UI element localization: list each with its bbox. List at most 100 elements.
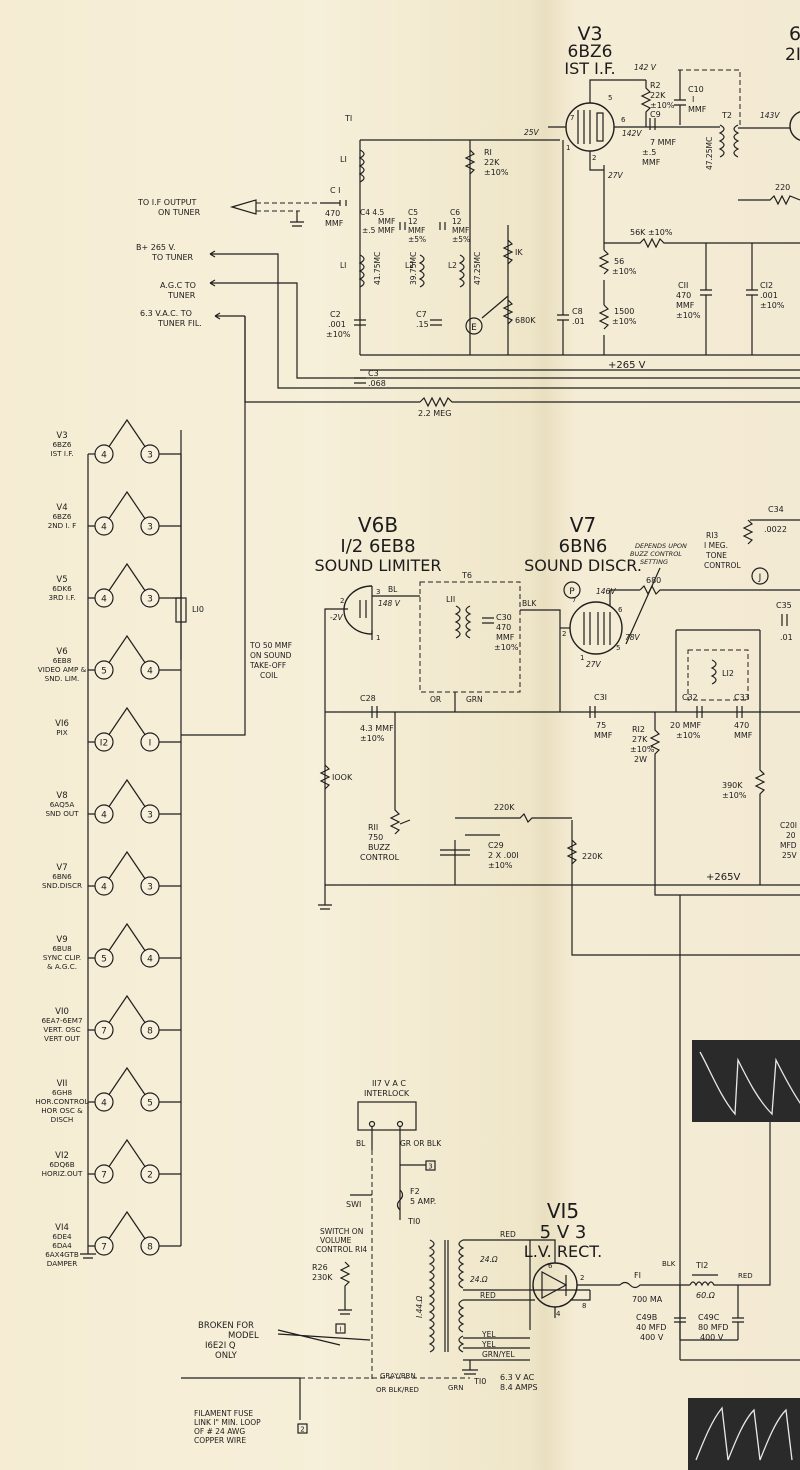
c8: C8 .01 bbox=[557, 140, 585, 355]
fil-wire bbox=[87, 1030, 95, 1103]
test-point-e: E bbox=[465, 295, 509, 335]
svg-text:COIL: COIL bbox=[260, 671, 278, 680]
svg-text:C35: C35 bbox=[776, 601, 792, 610]
svg-text:24.Ω: 24.Ω bbox=[480, 1255, 498, 1264]
filament-label-3-1: 6EB8 bbox=[53, 656, 72, 665]
svg-text:±.5 MMF: ±.5 MMF bbox=[362, 226, 395, 235]
svg-text:±10%: ±10% bbox=[494, 643, 519, 652]
pin-number: 8 bbox=[147, 1027, 153, 1037]
filament-label-10-1: 6DQ6B bbox=[49, 1160, 74, 1169]
c31: C3I 75 MMF bbox=[589, 693, 613, 740]
svg-text:.0022: .0022 bbox=[764, 525, 787, 534]
svg-text:I: I bbox=[339, 1326, 341, 1334]
svg-text:GRN: GRN bbox=[466, 695, 483, 704]
svg-text:I: I bbox=[692, 95, 694, 104]
filament-label-1-2: 2ND I. F bbox=[48, 521, 77, 530]
pin-number: 3 bbox=[147, 523, 153, 533]
svg-text:GRN/YEL: GRN/YEL bbox=[482, 1350, 515, 1359]
svg-text:C20I: C20I bbox=[780, 821, 797, 830]
if-coils: LI L2 L2 41.75MC 39.75MC 47.25MC bbox=[340, 252, 482, 288]
svg-text:C8: C8 bbox=[572, 307, 583, 316]
pin-number: I bbox=[149, 739, 152, 749]
filament-label-7-0: V9 bbox=[56, 935, 67, 945]
svg-text:A.G.C TO: A.G.C TO bbox=[160, 281, 196, 290]
c49: C49B 40 MFD 400 V C49C 80 MFD 400 V bbox=[636, 1285, 744, 1342]
filament-label-1-0: V4 bbox=[56, 503, 67, 513]
svg-text:C33: C33 bbox=[734, 693, 750, 702]
svg-text:GRAY/BRN: GRAY/BRN bbox=[380, 1372, 416, 1380]
svg-text:680K: 680K bbox=[515, 316, 536, 325]
svg-text:P: P bbox=[569, 587, 575, 597]
filament-label-10-0: VI2 bbox=[55, 1151, 69, 1161]
svg-text:L2: L2 bbox=[448, 261, 457, 270]
tuner-plug bbox=[229, 199, 320, 227]
pin-number: 4 bbox=[101, 523, 107, 533]
svg-text:220K: 220K bbox=[582, 852, 603, 861]
waveform-photo-2 bbox=[688, 1398, 800, 1470]
c29: C29 2 X .00I ±10% bbox=[440, 834, 519, 870]
svg-text:ON SOUND: ON SOUND bbox=[250, 651, 292, 660]
r220k-b: 220K bbox=[566, 839, 603, 865]
svg-text:7: 7 bbox=[572, 596, 576, 604]
svg-text:22K: 22K bbox=[484, 158, 500, 167]
svg-text:220: 220 bbox=[775, 183, 790, 192]
svg-text:BUZZ: BUZZ bbox=[368, 843, 391, 852]
pin-number: 5 bbox=[101, 955, 107, 965]
filament-label-11-1: 6DE4 bbox=[52, 1232, 72, 1241]
pin-number: 7 bbox=[101, 1171, 107, 1181]
svg-text:12: 12 bbox=[408, 217, 418, 226]
svg-text:C28: C28 bbox=[360, 694, 376, 703]
svg-text:C49C: C49C bbox=[698, 1313, 720, 1322]
svg-text:TO I.F OUTPUT: TO I.F OUTPUT bbox=[137, 198, 196, 207]
svg-text:TI2: TI2 bbox=[695, 1261, 708, 1270]
sound-coil-note: TO 50 MMF ON SOUND TAKE-OFF COIL bbox=[181, 316, 292, 736]
c34: C34 .0022 bbox=[750, 505, 800, 534]
if-b-plus-label: +265 V bbox=[608, 360, 646, 371]
filament-label-5-0: V8 bbox=[56, 791, 67, 801]
pin-number: 4 bbox=[101, 451, 107, 461]
svg-text:C10: C10 bbox=[688, 85, 704, 94]
svg-text:RI: RI bbox=[484, 148, 492, 157]
svg-text:470: 470 bbox=[734, 721, 749, 730]
svg-text:400 V: 400 V bbox=[640, 1333, 664, 1342]
if-wiring bbox=[230, 139, 800, 403]
r220k-a: 220K bbox=[455, 803, 572, 824]
svg-text:OR: OR bbox=[430, 695, 441, 704]
heater-chevron bbox=[103, 994, 151, 1031]
r26: R26 230K bbox=[312, 1261, 352, 1315]
filament-label-6-1: 6BN6 bbox=[52, 872, 72, 881]
svg-text:470: 470 bbox=[676, 291, 691, 300]
svg-text:2I: 2I bbox=[785, 45, 800, 65]
sound-wiring bbox=[318, 609, 800, 1361]
svg-text:RED: RED bbox=[480, 1291, 496, 1300]
v6b-title: V6B I/2 6EB8 SOUND LIMITER bbox=[315, 513, 442, 575]
svg-text:CONTROL RI4: CONTROL RI4 bbox=[316, 1245, 367, 1254]
svg-text:±10%: ±10% bbox=[612, 267, 637, 276]
svg-text:IOOK: IOOK bbox=[332, 773, 353, 782]
f1: FI 700 MA BLK bbox=[619, 1260, 690, 1304]
svg-text:YEL: YEL bbox=[481, 1330, 496, 1339]
svg-text:±5%: ±5% bbox=[408, 235, 426, 244]
svg-text:SOUND LIMITER: SOUND LIMITER bbox=[315, 556, 442, 575]
svg-text:1: 1 bbox=[566, 144, 570, 152]
pin-number: 4 bbox=[147, 667, 153, 677]
svg-text:C32: C32 bbox=[682, 693, 698, 702]
r1: RI 22K ±10% bbox=[464, 148, 509, 177]
pin-number: 2 bbox=[147, 1171, 153, 1181]
pin-number: 8 bbox=[147, 1243, 153, 1253]
t6: T6 LII C30 470 MMF ±10% OR GRN BLK bbox=[419, 571, 537, 704]
svg-text:R26: R26 bbox=[312, 1263, 328, 1272]
filament-label-11-0: VI4 bbox=[55, 1223, 69, 1233]
heater-chevron bbox=[103, 1210, 151, 1247]
pin-number: 4 bbox=[147, 955, 153, 965]
arrow-agc bbox=[209, 279, 230, 287]
l12-box: LI2 bbox=[675, 629, 760, 712]
svg-text:TUNER: TUNER bbox=[167, 291, 196, 300]
svg-text:MMF: MMF bbox=[688, 105, 707, 114]
svg-text:I MEG.: I MEG. bbox=[704, 541, 728, 550]
filament-label-2-0: V5 bbox=[56, 575, 67, 585]
svg-text:MMF: MMF bbox=[452, 226, 469, 235]
svg-text:2: 2 bbox=[340, 597, 344, 605]
